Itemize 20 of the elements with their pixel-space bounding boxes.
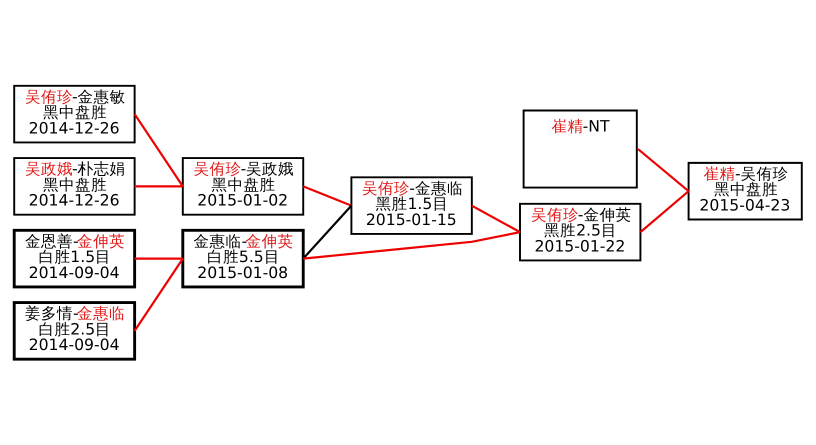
connector	[637, 148, 690, 192]
connector	[134, 258, 184, 332]
node-box: 吴政娥-朴志娟 黑中盘胜 2014-12-26	[13, 157, 136, 216]
node-box: 姜多情-金惠临 白胜2.5目 2014-09-04	[12, 301, 136, 361]
node-box: 金恩善-金伸英 白胜1.5目 2014-09-04	[12, 228, 136, 288]
node-box: 吴侑珍-金惠临 黑胜1.5目 2015-01-15	[350, 176, 473, 235]
connector	[640, 190, 690, 233]
node-box: 吴侑珍-金惠敏 黑中盘胜 2014-12-26	[13, 84, 136, 144]
connector	[134, 258, 183, 260]
connector	[134, 114, 184, 187]
connector	[302, 185, 352, 207]
connector	[302, 204, 352, 260]
connector	[134, 185, 183, 188]
connector	[303, 231, 520, 260]
node-box: 吴侑珍-吴政娥 黑中盘胜 2015-01-02	[182, 157, 304, 216]
node-box: 吴侑珍-金伸英 黑胜2.5目 2015-01-22	[519, 202, 642, 262]
node-box: 金惠临-金伸英 白胜5.5目 2015-01-08	[181, 228, 305, 288]
connector	[471, 204, 521, 234]
node-box: 崔精-吴侑珍 黑中盘胜 2015-04-23	[688, 162, 803, 220]
node-box: 崔精-NT	[522, 110, 638, 189]
